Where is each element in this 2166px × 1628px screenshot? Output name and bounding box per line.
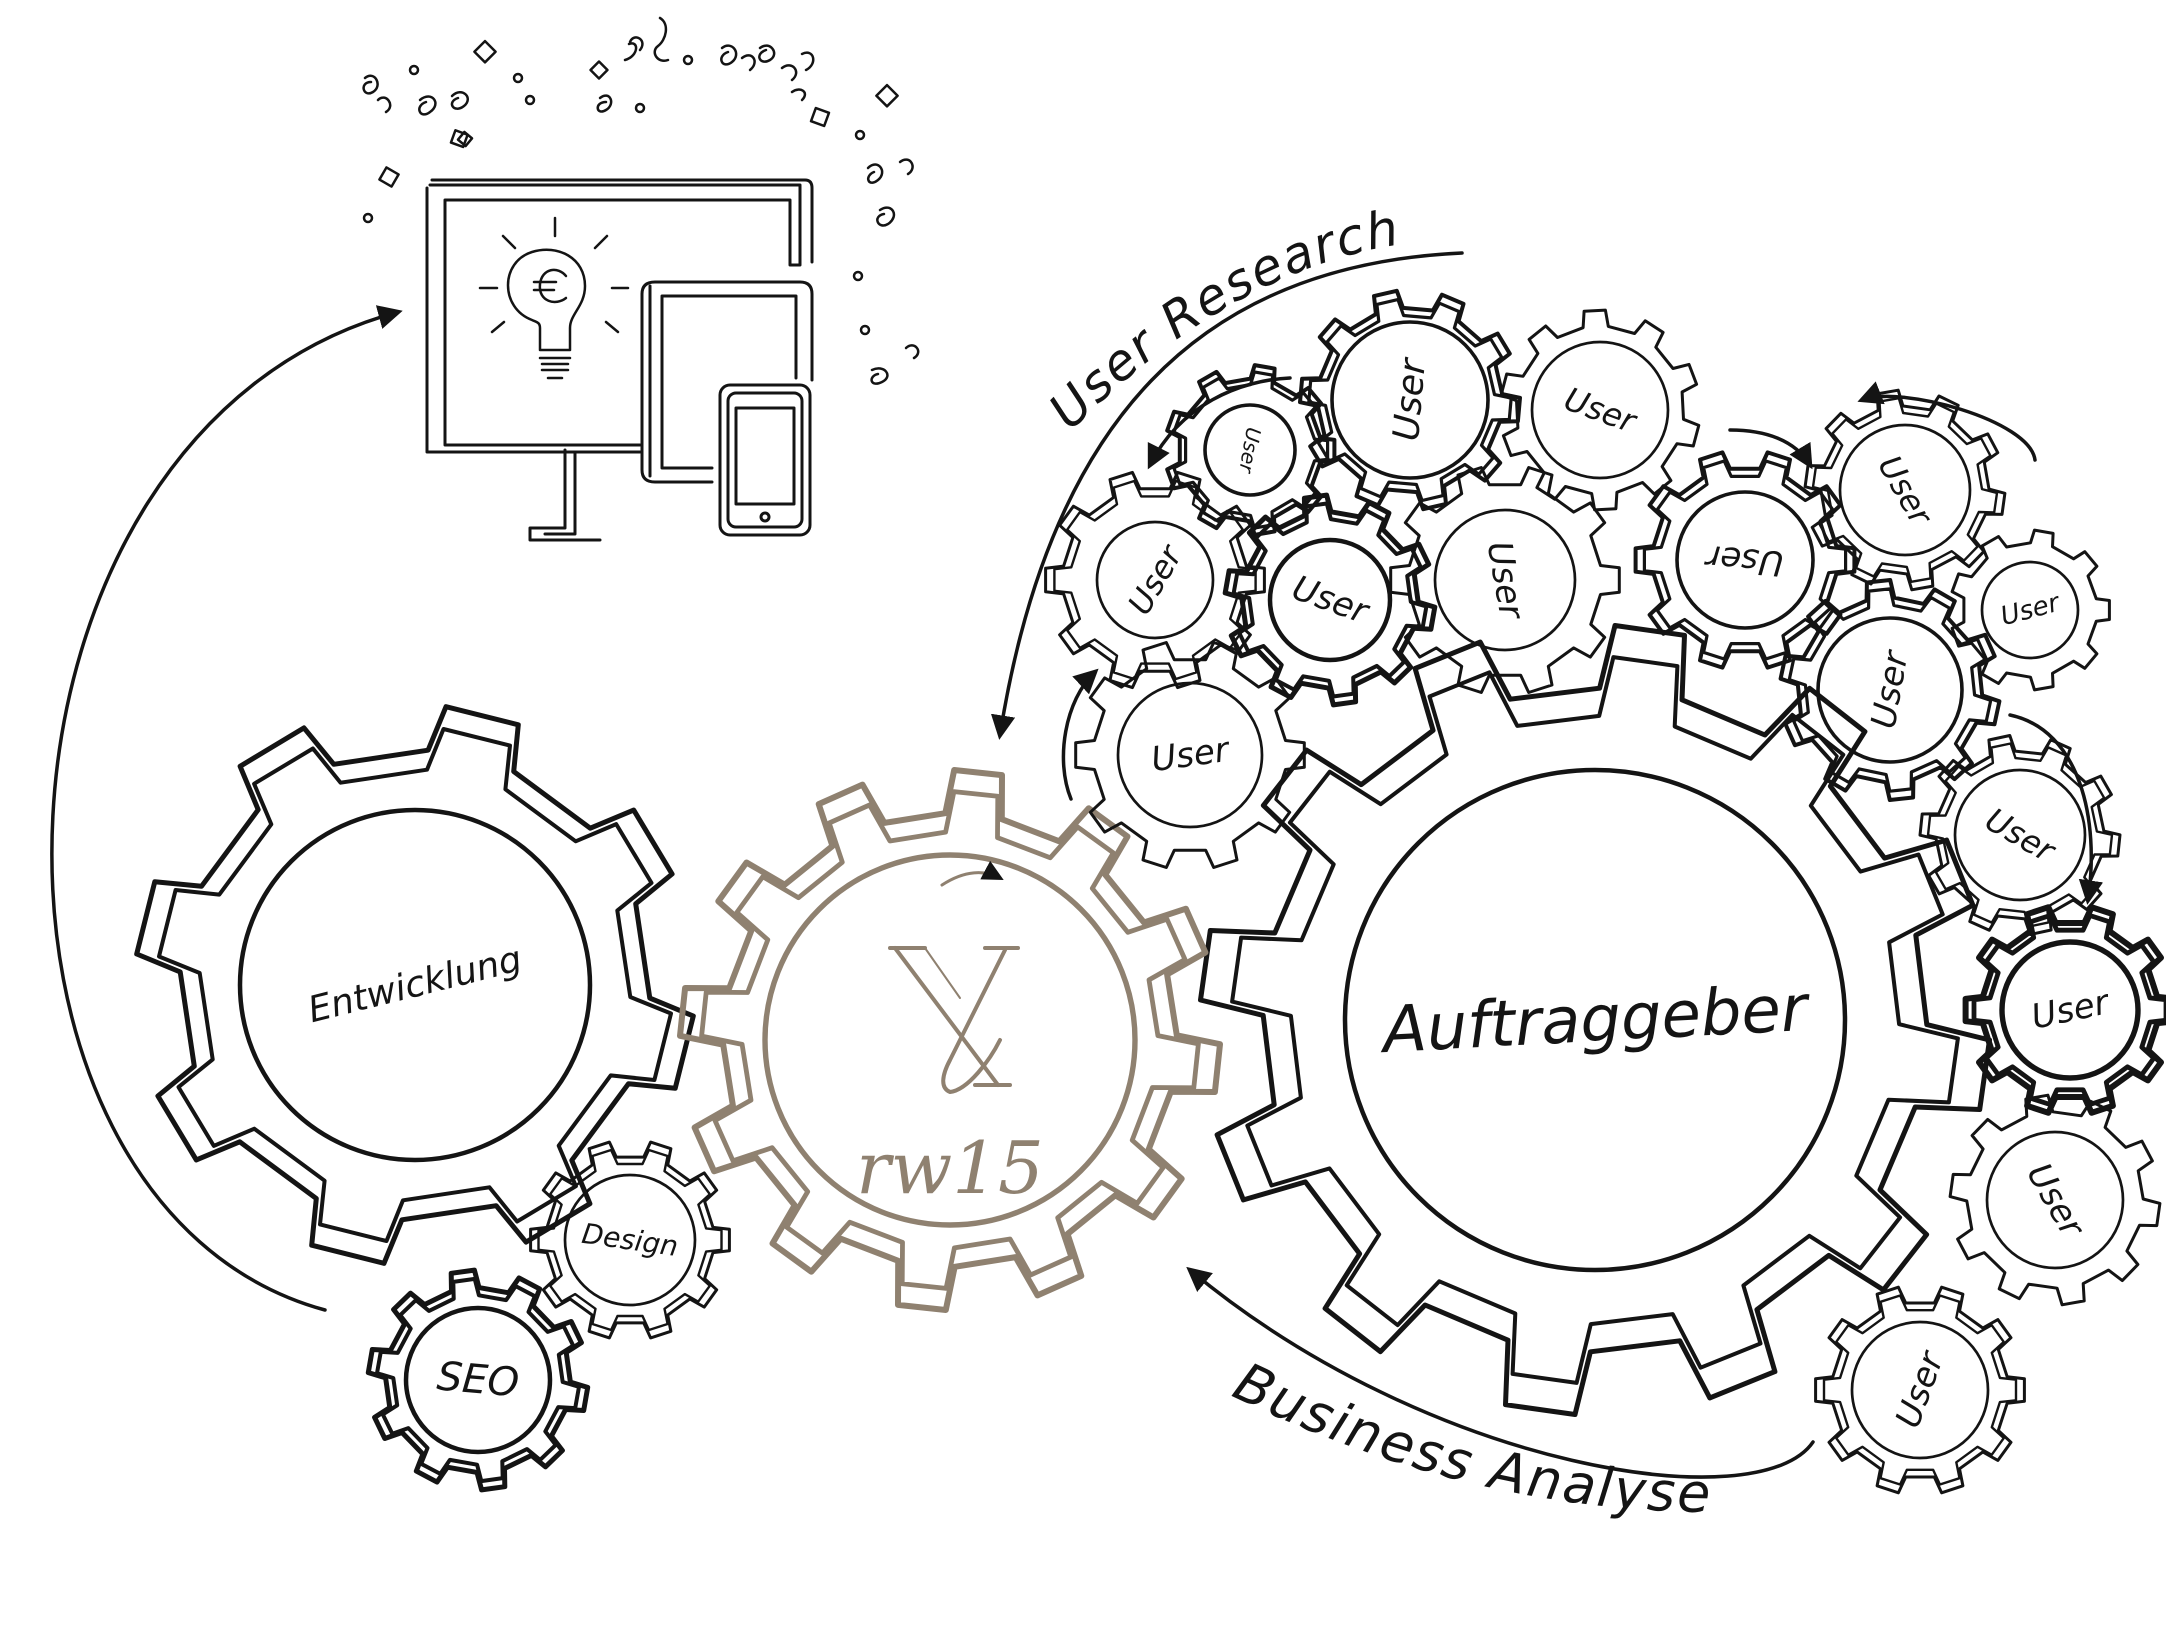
smartphone-icon [718, 383, 812, 537]
devices-illustration [425, 178, 814, 542]
design-gear: Design [529, 1140, 731, 1340]
arrow-user-research [990, 251, 1464, 740]
tablet-icon [640, 280, 814, 484]
seo-label: SEO [435, 1354, 521, 1407]
user-5-label: User [1287, 568, 1375, 633]
user-4-label: User [1120, 537, 1190, 621]
user-gear-2: User [1298, 288, 1522, 512]
seo-gear: SEO [365, 1267, 591, 1493]
user-6-label: User [1479, 538, 1532, 623]
user-research-label: User Research [1038, 198, 1405, 440]
user-12-label: User [1979, 800, 2063, 870]
user-14-label: User [2018, 1156, 2092, 1245]
user-gear-5: User [1222, 492, 1438, 708]
user-15-label: User [1888, 1345, 1953, 1433]
desktop-monitor-icon [425, 178, 814, 542]
user-3-label: User [1559, 380, 1642, 441]
auftraggeber-label: Auftraggeber [1377, 972, 1812, 1069]
design-label: Design [580, 1217, 680, 1263]
user-gear-3: User [1499, 308, 1701, 512]
user-gear-11: User [1074, 641, 1306, 869]
rw15-gear [677, 767, 1223, 1313]
user-gear-8: User [1803, 388, 2007, 592]
user-9-label: User [1997, 587, 2064, 632]
lightbulb-euro-icon [478, 216, 630, 380]
user-7-label: User [1703, 537, 1786, 584]
user-10-label: User [1864, 646, 1917, 731]
business-analyse-label: Business Analyse [1225, 1350, 1713, 1525]
user-gear-13: User [1962, 904, 2166, 1116]
user-11-label: User [1149, 730, 1233, 781]
arrow-business-analyse [1186, 1266, 1815, 1479]
gears-layer: AuftraggeberEntwicklungDesignSEOUserUser… [134, 288, 2166, 1495]
user-gear-4: User [1044, 470, 1266, 690]
confetti [362, 16, 920, 385]
x-mark-icon [888, 946, 1020, 1094]
rw15-logo [888, 860, 1020, 1094]
auftraggeber-gear: Auftraggeber [1198, 623, 1992, 1417]
rw15-label: rw15 [856, 1126, 1044, 1210]
user-gear-15: User [1814, 1285, 2026, 1495]
user-8-label: User [1870, 449, 1940, 533]
entwicklung-gear: Entwicklung [134, 704, 696, 1266]
flow-arrows [50, 251, 2104, 1479]
user-gear-7: User [1633, 450, 1857, 670]
user-2-label: User [1386, 355, 1434, 443]
arrow-to-devices [50, 305, 403, 1312]
user-1-label: User [1234, 425, 1266, 476]
user-gear-14: User [1948, 1093, 2162, 1307]
entwicklung-label: Entwicklung [304, 939, 526, 1032]
user-13-label: User [2028, 982, 2114, 1038]
